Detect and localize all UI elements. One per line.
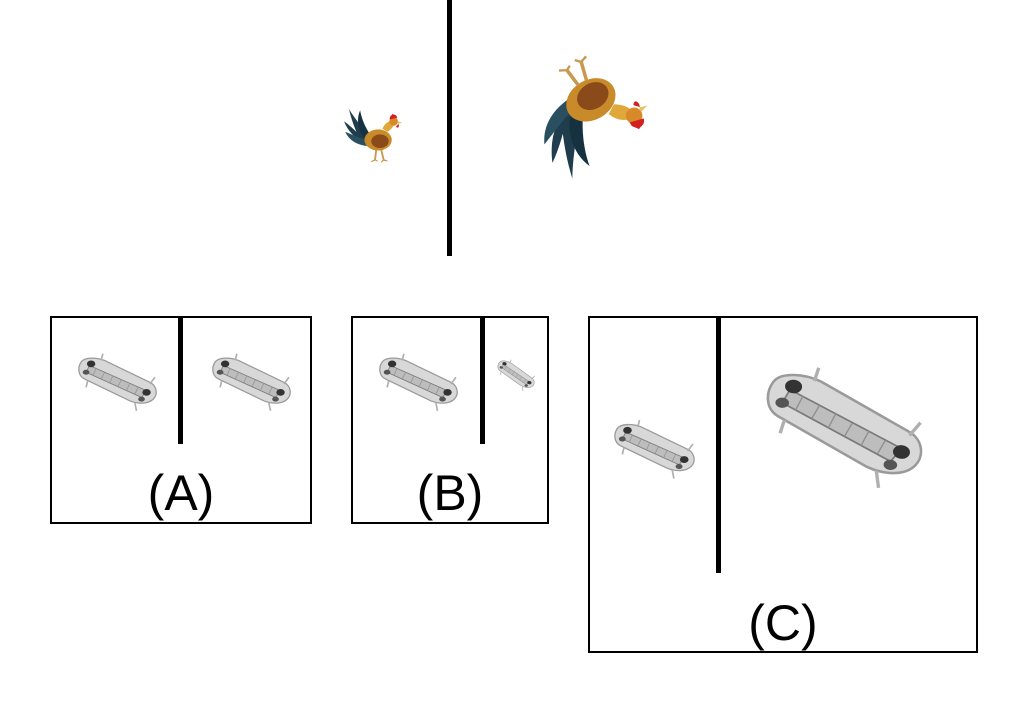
option-b-label: (B) xyxy=(416,465,484,521)
option-c-right-image xyxy=(760,358,930,504)
option-b-divider xyxy=(480,318,485,444)
option-b-left-image xyxy=(377,348,461,420)
rooster-large-icon xyxy=(507,29,674,194)
option-c-panel[interactable]: (C) xyxy=(588,316,978,653)
option-b-panel[interactable]: (B) xyxy=(351,316,549,524)
option-a-label: (A) xyxy=(147,465,215,521)
option-b-right-image xyxy=(495,358,537,394)
option-c-divider xyxy=(716,318,721,573)
bathtub-large-icon xyxy=(755,352,935,510)
option-a-left-image xyxy=(76,348,160,420)
bathtub-icon xyxy=(76,348,160,420)
option-a-right-image xyxy=(210,348,294,420)
bathtub-icon xyxy=(377,348,461,420)
bathtub-icon xyxy=(612,414,698,488)
rooster-small-icon xyxy=(342,104,408,166)
option-a-panel[interactable]: (A) xyxy=(50,316,312,524)
option-c-label: (C) xyxy=(748,595,818,651)
option-a-divider xyxy=(178,318,183,444)
reference-right-image xyxy=(528,52,653,170)
reference-left-image xyxy=(342,104,408,166)
reference-divider xyxy=(447,0,452,256)
bathtub-small-icon xyxy=(492,355,540,398)
bathtub-icon xyxy=(210,348,294,420)
option-c-left-image xyxy=(612,414,698,488)
